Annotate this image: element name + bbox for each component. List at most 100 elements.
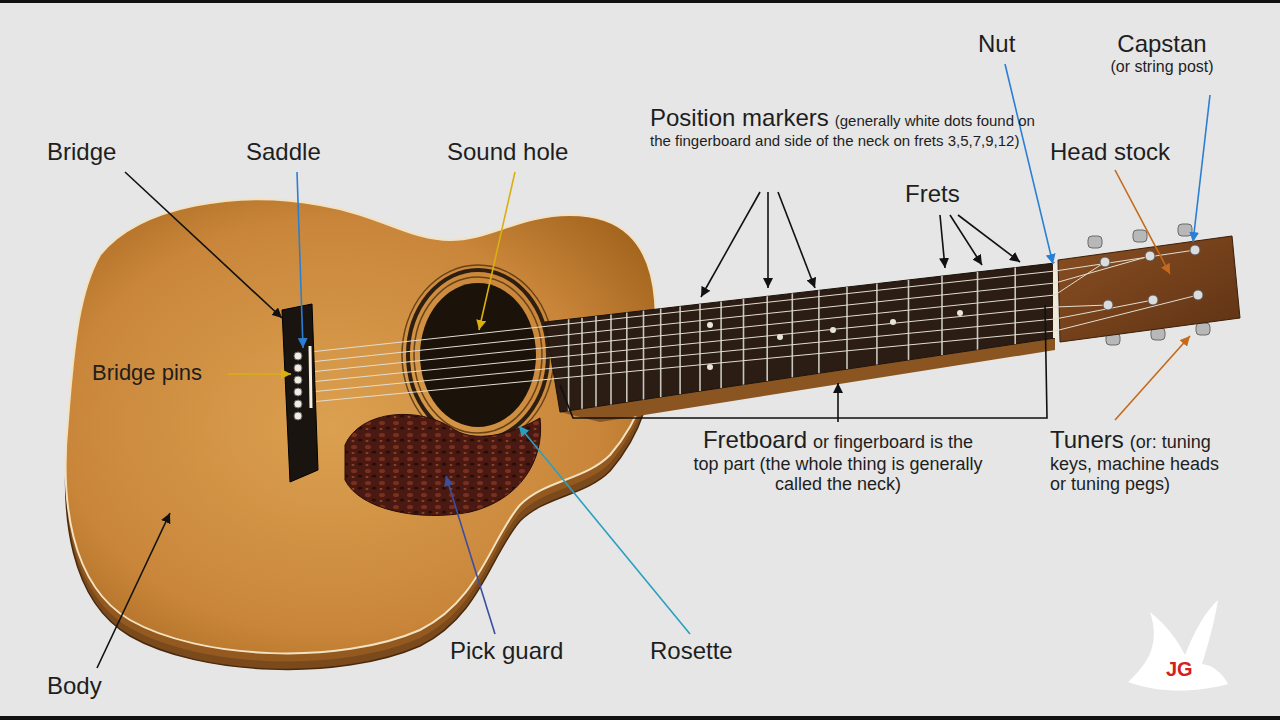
- leader-lines: [701, 192, 760, 297]
- bridge: [294, 400, 302, 408]
- watermark: JG: [1166, 658, 1193, 680]
- string-posts: [1148, 295, 1158, 305]
- string-posts: [1100, 257, 1110, 267]
- position-marker-dots: [957, 310, 963, 316]
- label-group: Pick guard: [450, 637, 563, 665]
- strings: [298, 305, 1108, 392]
- frame: [0, 0, 1280, 3]
- bridge: [294, 352, 302, 360]
- label-group: Bridge pins: [92, 360, 202, 385]
- headstock: [1058, 236, 1240, 342]
- label-group: Sound hole: [447, 138, 568, 166]
- position-marker-dots: [707, 364, 713, 370]
- strings: [298, 250, 1195, 356]
- guitar-body: [66, 199, 656, 653]
- string-posts: [1103, 300, 1113, 310]
- leader-lines: [228, 373, 291, 375]
- string-posts: [1100, 245, 1203, 310]
- label-group: JG: [1166, 658, 1193, 681]
- leader-lines: [958, 215, 1020, 262]
- leader-lines: [837, 383, 839, 422]
- frets: [610, 314, 612, 404]
- headstock: [1178, 224, 1192, 236]
- leader-lines: [1115, 170, 1170, 274]
- frets: [679, 306, 681, 394]
- frets: [743, 299, 745, 385]
- headstock: [1088, 236, 1102, 248]
- bridge: [294, 376, 302, 384]
- part-label: Capstan: [1086, 30, 1238, 58]
- leader-lines: [297, 172, 303, 348]
- frets: [720, 302, 722, 388]
- label-group: Nut: [978, 30, 1015, 58]
- part-label: Bridge pins: [92, 360, 202, 385]
- leader-lines: [560, 305, 1047, 418]
- label-group: Fretboardor fingerboard is the top part …: [688, 426, 988, 495]
- strings: [298, 295, 1198, 416]
- headstock: [1053, 263, 1057, 338]
- neck: [545, 263, 1055, 422]
- frets: [791, 293, 793, 377]
- frets: [908, 280, 910, 360]
- strings: [298, 262, 1105, 380]
- label-group: Saddle: [246, 138, 321, 166]
- frets: [818, 290, 820, 373]
- bridge: [282, 304, 318, 482]
- bridge: [294, 412, 302, 420]
- strings: [298, 300, 1153, 404]
- leader-lines: [1005, 64, 1053, 264]
- part-label: Body: [47, 672, 102, 699]
- leader-lines: [1193, 95, 1210, 242]
- frets: [626, 313, 628, 403]
- headstock: [1055, 224, 1240, 345]
- frets: [581, 318, 583, 409]
- leader-lines: [1115, 336, 1190, 420]
- label-group: Capstan(or string post): [1086, 30, 1238, 76]
- bridge: [294, 364, 302, 372]
- label-group: Position markers(generally white dots fo…: [650, 104, 1035, 150]
- leader-lines: [950, 215, 982, 265]
- position-marker-dots: [890, 319, 896, 325]
- leader-lines: [767, 192, 769, 288]
- bridge: [310, 346, 311, 408]
- part-label: Frets: [905, 180, 960, 207]
- neck: [545, 263, 1055, 412]
- part-label: Position markers: [650, 104, 829, 131]
- label-group: Head stock: [1050, 138, 1170, 166]
- leader-lines: [446, 476, 495, 634]
- pick-guard: [345, 414, 541, 515]
- part-label: Rosette: [650, 637, 733, 664]
- part-label: Bridge: [47, 138, 116, 165]
- frets: [876, 284, 878, 365]
- leader-lines: [519, 426, 690, 634]
- bridge: [294, 388, 302, 396]
- frame: [0, 716, 1280, 720]
- frets: [569, 268, 1016, 411]
- part-label: Head stock: [1050, 138, 1170, 165]
- frets: [643, 311, 645, 400]
- frets: [941, 276, 943, 355]
- frets: [1014, 268, 1016, 344]
- frets: [595, 316, 597, 407]
- part-label: Fretboard: [703, 426, 807, 453]
- frets: [568, 319, 570, 411]
- note-text: (or string post): [1086, 58, 1238, 76]
- position-marker-dots: [707, 322, 713, 328]
- frets: [766, 296, 768, 381]
- watermark-bird: [1128, 600, 1228, 691]
- label-group: Rosette: [650, 637, 733, 665]
- bridge: [294, 352, 302, 420]
- leader-lines: [125, 172, 282, 318]
- part-label: Tuners: [1050, 426, 1124, 453]
- strings: [298, 250, 1198, 416]
- leader-lines: [940, 215, 945, 268]
- string-posts: [1145, 251, 1155, 261]
- label-group: Frets: [905, 180, 960, 208]
- part-label: Saddle: [246, 138, 321, 165]
- leader-lines: [778, 192, 815, 288]
- leader-lines: [97, 513, 170, 668]
- leader-lines: [97, 64, 1210, 668]
